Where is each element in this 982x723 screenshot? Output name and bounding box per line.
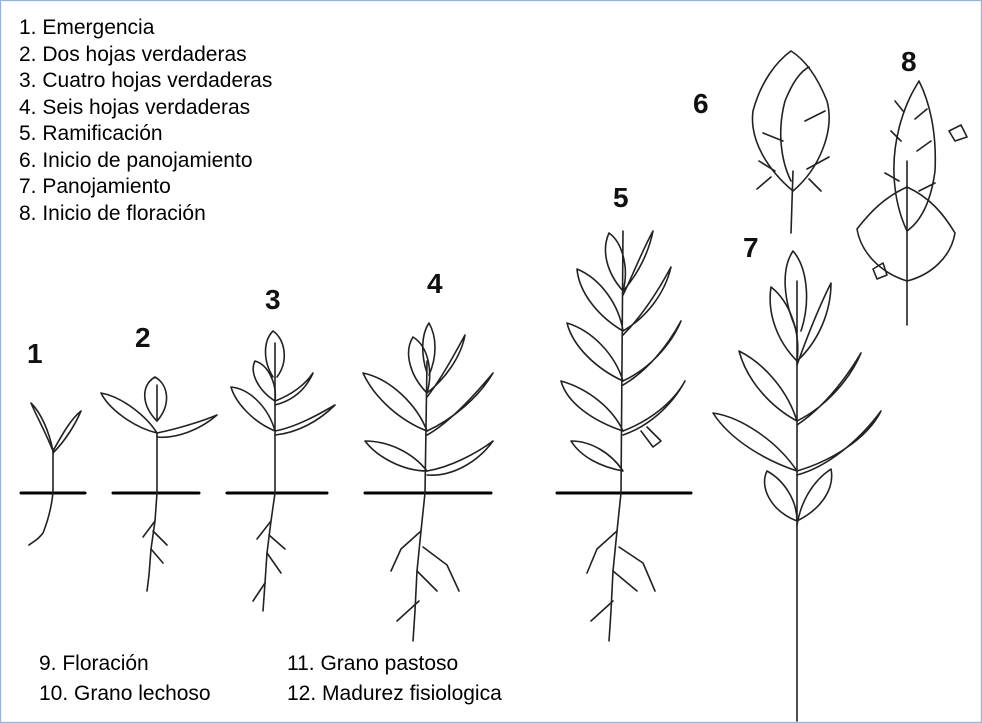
legend-item: 11. Grano pastoso	[287, 649, 502, 679]
stage-number: 3	[265, 284, 281, 315]
plant-stage-7	[713, 251, 881, 721]
plant-stage-6	[752, 51, 829, 233]
plant-stage-8	[857, 81, 967, 325]
legend-item: 12. Madurez fisiologica	[287, 679, 502, 709]
bottom-legend-column-1: 9. Floración 10. Grano lechoso	[39, 649, 211, 709]
stage-number: 7	[743, 232, 759, 263]
stage-number: 5	[613, 182, 629, 213]
stage-number: 8	[901, 46, 917, 77]
plant-stage-1	[29, 403, 81, 545]
legend-item: 9. Floración	[39, 649, 211, 679]
stage-number: 1	[27, 338, 43, 369]
stage-number: 2	[135, 322, 151, 353]
legend-item: 10. Grano lechoso	[39, 679, 211, 709]
stage-number: 4	[427, 268, 443, 299]
bottom-legend-column-2: 11. Grano pastoso 12. Madurez fisiologic…	[287, 649, 502, 709]
plant-stage-5	[561, 231, 685, 641]
stage-number: 6	[693, 88, 709, 119]
plant-stage-2	[101, 377, 217, 591]
plant-stage-3	[231, 331, 335, 611]
plant-stage-4	[363, 323, 493, 641]
stage-numbers: 1 2 3 4 5 6 7 8	[27, 46, 917, 369]
